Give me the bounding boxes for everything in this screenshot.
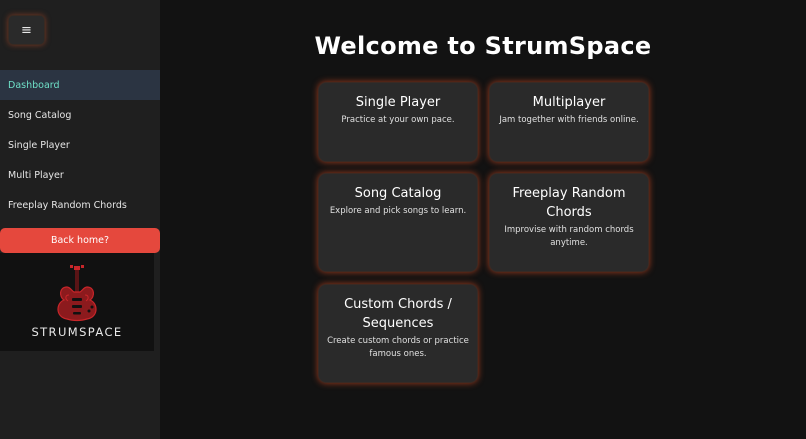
card-title: Single Player xyxy=(355,95,441,110)
card-title: Freeplay Random Chords xyxy=(512,186,626,220)
card-title: Song Catalog xyxy=(354,186,442,201)
sidebar-item-label: Dashboard xyxy=(8,79,60,91)
sidebar-item-label: Song Catalog xyxy=(8,109,72,121)
sidebar-item-multi-player[interactable]: Multi Player xyxy=(0,160,160,190)
sidebar-item-song-catalog[interactable]: Song Catalog xyxy=(0,100,160,130)
card-description: Create custom chords or practice famous … xyxy=(327,336,469,359)
card-description: Improvise with random chords anytime. xyxy=(504,225,634,248)
hamburger-icon: ≡ xyxy=(21,22,32,38)
sidebar-item-label: Single Player xyxy=(8,139,70,151)
card-freeplay-random-chords[interactable]: Freeplay Random Chords Improvise with ra… xyxy=(489,173,649,272)
card-custom-chords[interactable]: Custom Chords / Sequences Create custom … xyxy=(318,284,478,383)
card-song-catalog[interactable]: Song Catalog Explore and pick songs to l… xyxy=(318,173,478,272)
card-description: Practice at your own pace. xyxy=(341,115,455,125)
logo-text: STRUMSPACE xyxy=(31,325,123,339)
brand-logo: STRUMSPACE xyxy=(0,253,154,351)
back-home-button[interactable]: Back home? xyxy=(0,228,160,253)
card-title: Multiplayer xyxy=(532,95,606,110)
sidebar-item-label: Multi Player xyxy=(8,169,64,181)
sidebar-item-label: Freeplay Random Chords xyxy=(8,199,127,211)
sidebar: ≡ Dashboard Song Catalog Single Player M… xyxy=(0,0,160,439)
card-description: Jam together with friends online. xyxy=(499,115,639,125)
card-multiplayer[interactable]: Multiplayer Jam together with friends on… xyxy=(489,82,649,162)
sidebar-item-dashboard[interactable]: Dashboard xyxy=(0,70,160,100)
sidebar-item-freeplay-random-chords[interactable]: Freeplay Random Chords xyxy=(0,190,160,220)
card-title: Custom Chords / Sequences xyxy=(344,297,452,331)
sidebar-item-single-player[interactable]: Single Player xyxy=(0,130,160,160)
main-content: Welcome to StrumSpace Single Player Prac… xyxy=(160,0,806,439)
sidebar-nav: Dashboard Song Catalog Single Player Mul… xyxy=(0,70,160,220)
menu-toggle-button[interactable]: ≡ xyxy=(8,15,45,45)
page-title: Welcome to StrumSpace xyxy=(314,32,652,60)
card-single-player[interactable]: Single Player Practice at your own pace. xyxy=(318,82,478,162)
guitar-logo-icon xyxy=(57,265,97,322)
card-description: Explore and pick songs to learn. xyxy=(329,206,467,216)
